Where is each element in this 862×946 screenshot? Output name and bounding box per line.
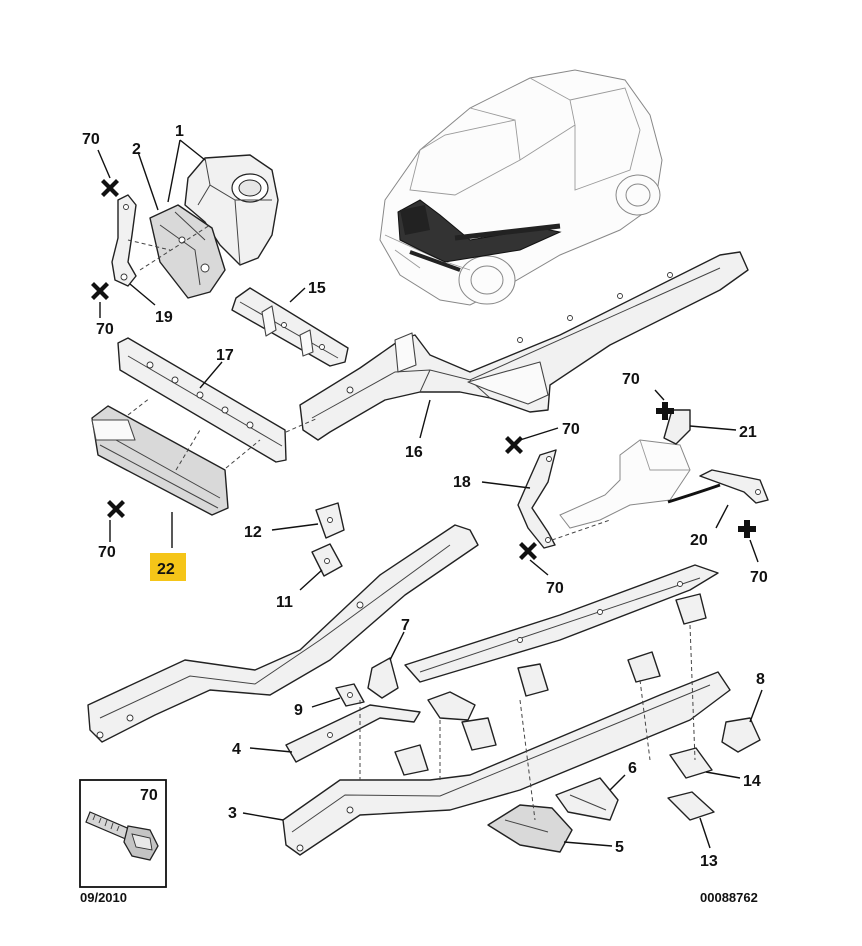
label-3: 3 — [228, 805, 237, 822]
part-14-bracket — [669, 747, 713, 779]
part-5-bracket — [487, 804, 573, 853]
label-22: 22 — [157, 561, 175, 578]
part-labels: 1 2 3 4 5 6 7 8 9 11 12 13 14 15 16 17 1… — [132, 123, 765, 870]
fastener-label: 70 — [98, 544, 116, 561]
part-7-bracket — [367, 657, 399, 699]
center-brackets — [394, 593, 707, 776]
highlight-box — [150, 553, 186, 581]
label-13: 13 — [700, 853, 718, 870]
fastener-cross-icon — [91, 282, 109, 300]
label-5: 5 — [615, 839, 624, 856]
part-19-bracket — [111, 194, 137, 287]
fastener-label: 70 — [562, 421, 580, 438]
bolt-icon — [85, 811, 159, 861]
fastener-plus-icon — [738, 520, 756, 538]
label-2: 2 — [132, 141, 141, 158]
part-21-bracket — [663, 409, 691, 445]
ghost-component-outline — [559, 439, 691, 529]
part-20-bracket — [667, 469, 769, 504]
part-4-sub-rail — [285, 704, 421, 763]
fastener-plus-icon — [656, 402, 674, 420]
label-19: 19 — [155, 309, 173, 326]
vehicle-locator-illustration — [379, 69, 663, 306]
label-21: 21 — [739, 424, 757, 441]
fastener-label: 70 — [82, 131, 100, 148]
fastener-cross-icon — [519, 542, 537, 560]
part-3-lower-rail — [282, 671, 731, 856]
footer-reference: 00088762 — [700, 890, 758, 905]
label-8: 8 — [756, 671, 765, 688]
leader-lines — [97, 139, 763, 849]
label-9: 9 — [294, 702, 303, 719]
part-18-bracket — [517, 449, 557, 549]
label-20: 20 — [690, 532, 708, 549]
part-16-front-frame — [299, 251, 749, 441]
part-1-housing — [184, 154, 279, 266]
label-7: 7 — [401, 617, 410, 634]
label-18: 18 — [453, 474, 471, 491]
fastener-label: 70 — [546, 580, 564, 597]
label-14: 14 — [743, 773, 761, 790]
fastener-markers — [91, 179, 756, 560]
label-11: 11 — [276, 594, 293, 611]
part-13-bracket — [667, 791, 715, 821]
footer-date: 09/2010 — [80, 890, 127, 905]
part-8-bracket — [721, 717, 761, 753]
part-15-rail — [231, 287, 349, 367]
right-frame-rail — [404, 564, 719, 683]
part-9-bracket — [335, 683, 365, 707]
label-4: 4 — [232, 741, 241, 758]
fastener-cross-icon — [101, 179, 119, 197]
fastener-cross-icon — [505, 436, 523, 454]
fastener-label: 70 — [96, 321, 114, 338]
label-12: 12 — [244, 524, 262, 541]
left-frame-rail — [87, 524, 479, 743]
inset-label: 70 — [140, 787, 158, 804]
label-1: 1 — [175, 123, 184, 140]
label-15: 15 — [308, 280, 326, 297]
label-16: 16 — [405, 444, 423, 461]
part-12-bracket — [315, 502, 345, 539]
label-17: 17 — [216, 347, 234, 364]
fastener-labels: 70 70 70 70 70 70 70 — [82, 131, 768, 597]
fastener-label: 70 — [622, 371, 640, 388]
bolt-inset: 70 — [79, 779, 167, 888]
part-6-bracket — [555, 777, 619, 821]
part-17-crossmember — [117, 337, 287, 463]
label-6: 6 — [628, 760, 637, 777]
assembly-dash-lines — [127, 224, 696, 821]
fastener-cross-icon — [107, 500, 125, 518]
part-22-absorber — [91, 405, 229, 516]
part-11-bracket — [311, 543, 343, 577]
fastener-label: 70 — [750, 569, 768, 586]
